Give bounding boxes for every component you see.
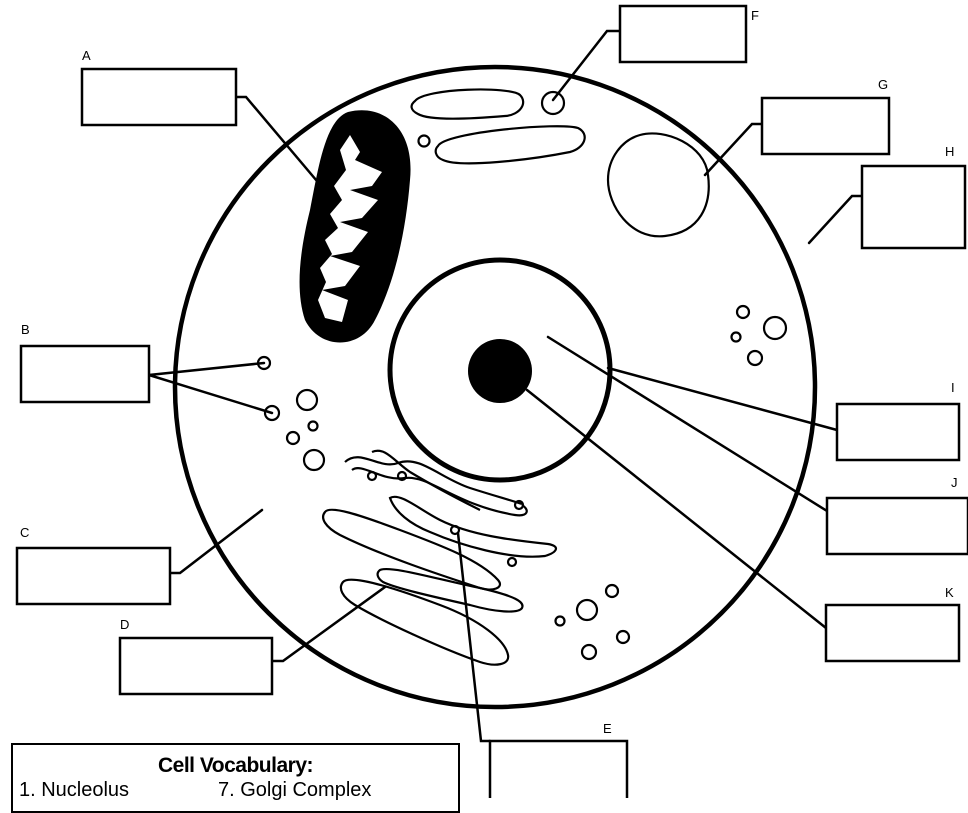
vocabulary-item: 7. Golgi Complex xyxy=(218,779,371,802)
label-letter-k: K xyxy=(945,585,954,600)
mitochondrion xyxy=(300,110,411,342)
label-box-c[interactable] xyxy=(17,548,170,604)
label-letter-h: H xyxy=(945,144,954,159)
vocabulary-title: Cell Vocabulary: xyxy=(13,754,458,778)
label-box-b[interactable] xyxy=(21,346,149,402)
vesicles-right xyxy=(732,306,787,365)
label-box-g[interactable] xyxy=(762,98,889,154)
label-box-j[interactable] xyxy=(827,498,968,554)
label-box-i[interactable] xyxy=(837,404,959,460)
rough-er xyxy=(412,89,585,163)
label-letter-f: F xyxy=(751,8,759,23)
label-letter-d: D xyxy=(120,617,129,632)
nucleolus xyxy=(468,339,532,403)
golgi-complex xyxy=(323,451,556,665)
label-box-h[interactable] xyxy=(862,166,965,248)
label-letter-c: C xyxy=(20,525,29,540)
vocabulary-item: 1. Nucleolus xyxy=(19,779,129,802)
vesicles-bottom xyxy=(556,585,630,659)
label-letter-b: B xyxy=(21,322,30,337)
vesicles-left xyxy=(258,357,324,470)
label-box-f[interactable] xyxy=(620,6,746,62)
label-letter-g: G xyxy=(878,77,888,92)
label-box-a[interactable] xyxy=(82,69,236,125)
vacuole xyxy=(608,133,709,236)
label-letter-e: E xyxy=(603,721,612,736)
label-box-k[interactable] xyxy=(826,605,959,661)
label-letter-j: J xyxy=(951,475,958,490)
label-box-d[interactable] xyxy=(120,638,272,694)
cell-vocabulary-panel: Cell Vocabulary: 1. Nucleolus 7. Golgi C… xyxy=(11,743,460,813)
label-box-e[interactable] xyxy=(490,741,627,798)
label-letter-i: I xyxy=(951,380,955,395)
label-letter-a: A xyxy=(82,48,91,63)
